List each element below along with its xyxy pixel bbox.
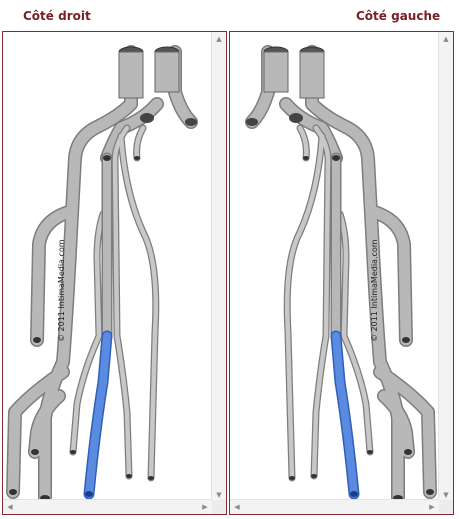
diagram-panel-left-side: © 2011 IntimaMedia.com ▲ ▼ ◀ ▶ — [229, 31, 454, 515]
triangle-down-icon[interactable]: ▼ — [443, 491, 449, 499]
scrollbar-corner — [212, 500, 226, 514]
panel-title-right-side: Côté droit — [23, 9, 91, 23]
vertical-scrollbar[interactable]: ▲ ▼ — [211, 32, 226, 502]
venous-diagram-right-side — [6, 45, 198, 502]
horizontal-scrollbar[interactable]: ◀ ▶ — [230, 499, 439, 514]
triangle-down-icon[interactable]: ▼ — [216, 491, 222, 499]
venous-diagram-left-side — [245, 45, 437, 502]
copyright-text: © 2011 IntimaMedia.com — [57, 239, 66, 342]
vertical-scrollbar[interactable]: ▲ ▼ — [438, 32, 453, 502]
panel-title-left-side: Côté gauche — [356, 9, 441, 23]
triangle-up-icon[interactable]: ▲ — [216, 35, 222, 43]
triangle-right-icon[interactable]: ▶ — [429, 503, 435, 511]
triangle-left-icon[interactable]: ◀ — [234, 503, 240, 511]
horizontal-scrollbar[interactable]: ◀ ▶ — [3, 499, 212, 514]
triangle-right-icon[interactable]: ▶ — [202, 503, 208, 511]
copyright-text: © 2011 IntimaMedia.com — [370, 239, 379, 342]
scrollbar-corner — [439, 500, 453, 514]
triangle-left-icon[interactable]: ◀ — [7, 503, 13, 511]
diagram-panel-right-side: © 2011 IntimaMedia.com ▲ ▼ ◀ ▶ — [2, 31, 227, 515]
triangle-up-icon[interactable]: ▲ — [443, 35, 449, 43]
